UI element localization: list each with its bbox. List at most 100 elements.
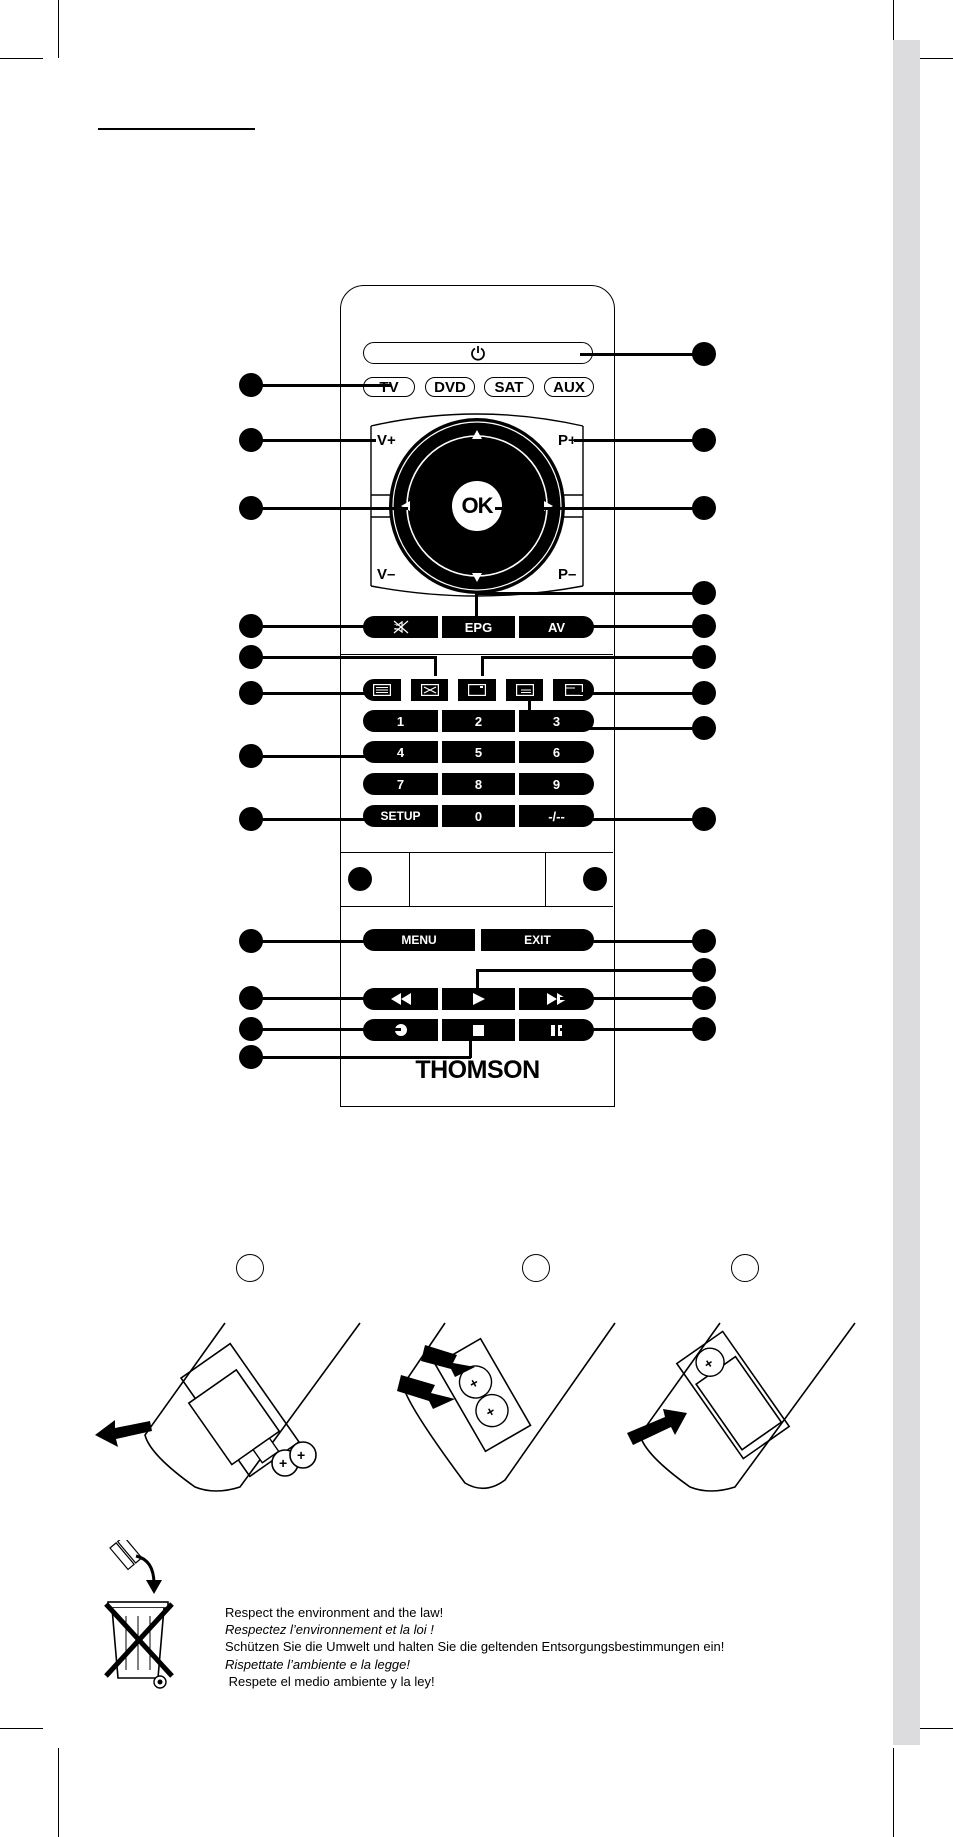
stop-button[interactable]: [442, 1019, 515, 1041]
callout-leader: [481, 656, 484, 676]
crop-mark: [910, 58, 953, 60]
cover-seam: [545, 852, 547, 906]
digit-button-1[interactable]: 1: [363, 710, 438, 732]
callout-leader: [251, 1056, 471, 1059]
navigation-pad: [370, 413, 584, 597]
callout-leader: [495, 507, 705, 510]
mode-button-tv[interactable]: TV: [363, 377, 415, 397]
crop-mark: [0, 58, 43, 60]
callout-dot: [583, 867, 607, 891]
callout-leader: [251, 818, 376, 821]
reveal-button[interactable]: [506, 679, 543, 701]
volume-up-label: V+: [377, 432, 396, 449]
teletext-icon: [373, 684, 391, 696]
digit-button-0[interactable]: 0: [442, 805, 515, 827]
callout-leader: [528, 700, 531, 729]
callout-leader: [560, 940, 705, 943]
callout-leader: [580, 353, 705, 356]
digit-button-6[interactable]: 6: [519, 741, 594, 763]
mix-icon: [420, 684, 439, 696]
cover-seam: [341, 906, 613, 908]
callout-leader: [580, 692, 705, 695]
step-marker: [236, 1254, 264, 1282]
notice-line-fr: Respectez l’environnement et la loi !: [225, 1622, 434, 1638]
callout-leader: [560, 997, 705, 1000]
epg-button[interactable]: EPG: [442, 616, 515, 638]
digit-button-5[interactable]: 5: [442, 741, 515, 763]
battery-removal-illustration: + +: [95, 1322, 361, 1492]
hold-icon: [468, 684, 486, 696]
heading-rule: [98, 128, 255, 130]
digit-button-2[interactable]: 2: [442, 710, 515, 732]
callout-leader: [251, 940, 401, 943]
callout-leader: [476, 969, 479, 989]
notice-line-es: Respete el medio ambiente y la ley!: [225, 1673, 435, 1689]
callout-leader: [251, 656, 436, 659]
mode-button-dvd[interactable]: DVD: [425, 377, 475, 397]
crop-mark: [58, 0, 60, 58]
callout-leader: [251, 507, 408, 510]
callout-leader: [251, 1028, 401, 1031]
rewind-button[interactable]: [363, 988, 438, 1010]
crop-mark: [58, 1748, 60, 1837]
svg-text:+: +: [297, 1447, 305, 1463]
callout-leader: [475, 592, 478, 620]
callout-leader: [580, 818, 705, 821]
volume-down-label: V–: [377, 566, 396, 583]
power-icon: [471, 346, 485, 361]
callout-leader: [251, 384, 391, 387]
setup-button[interactable]: SETUP: [363, 805, 438, 827]
callout-leader: [580, 625, 705, 628]
power-button[interactable]: [363, 342, 593, 364]
digit-button-3[interactable]: 3: [519, 710, 594, 732]
callout-leader: [469, 1030, 472, 1058]
recycle-bin-icon: [104, 1540, 174, 1689]
callout-dot: [348, 867, 372, 891]
play-button[interactable]: [442, 988, 515, 1010]
mode-button-sat[interactable]: SAT: [484, 377, 534, 397]
dash-button[interactable]: -/--: [519, 805, 594, 827]
mode-button-aux[interactable]: AUX: [544, 377, 594, 397]
callout-leader: [477, 969, 705, 972]
crop-mark: [910, 1728, 953, 1730]
battery-cover-illustration: +: [627, 1322, 856, 1492]
teletext-button[interactable]: [363, 679, 401, 701]
digit-button-7[interactable]: 7: [363, 773, 438, 795]
callout-leader: [251, 692, 371, 695]
program-up-label: P+: [558, 432, 577, 449]
menu-button[interactable]: MENU: [363, 929, 475, 951]
ok-button[interactable]: OK: [461, 493, 494, 518]
callout-leader: [251, 755, 401, 758]
brand-logo: THOMSON: [415, 1056, 540, 1084]
notice-line-de: Schützen Sie die Umwelt und halten Sie d…: [225, 1639, 725, 1655]
callout-leader: [251, 625, 396, 628]
hold-button[interactable]: [458, 679, 496, 701]
step-marker: [731, 1254, 759, 1282]
av-button[interactable]: AV: [519, 616, 594, 638]
digit-button-9[interactable]: 9: [519, 773, 594, 795]
crop-mark: [893, 0, 895, 40]
digit-button-8[interactable]: 8: [442, 773, 515, 795]
callout-leader: [251, 997, 371, 1000]
step-marker: [522, 1254, 550, 1282]
mute-button[interactable]: [363, 616, 438, 638]
crop-mark: [893, 1748, 895, 1837]
battery-insert-illustration: + +: [397, 1322, 616, 1490]
mute-icon: [393, 620, 408, 634]
environment-notice: Respect the environment and the law! Res…: [225, 1604, 724, 1690]
page-side-band: [893, 40, 920, 1745]
svg-text:+: +: [279, 1455, 287, 1471]
program-down-label: P–: [558, 566, 577, 583]
callout-leader: [251, 439, 376, 442]
crop-mark: [0, 1728, 43, 1730]
exit-button[interactable]: EXIT: [481, 929, 594, 951]
size-button[interactable]: [553, 679, 594, 701]
callout-leader: [560, 1028, 705, 1031]
mix-button[interactable]: [411, 679, 448, 701]
reveal-icon: [515, 684, 534, 696]
callout-leader: [476, 592, 704, 595]
callout-leader: [434, 656, 437, 676]
digit-button-4[interactable]: 4: [363, 741, 438, 763]
panel-divider: [341, 654, 613, 656]
callout-leader: [482, 656, 704, 659]
